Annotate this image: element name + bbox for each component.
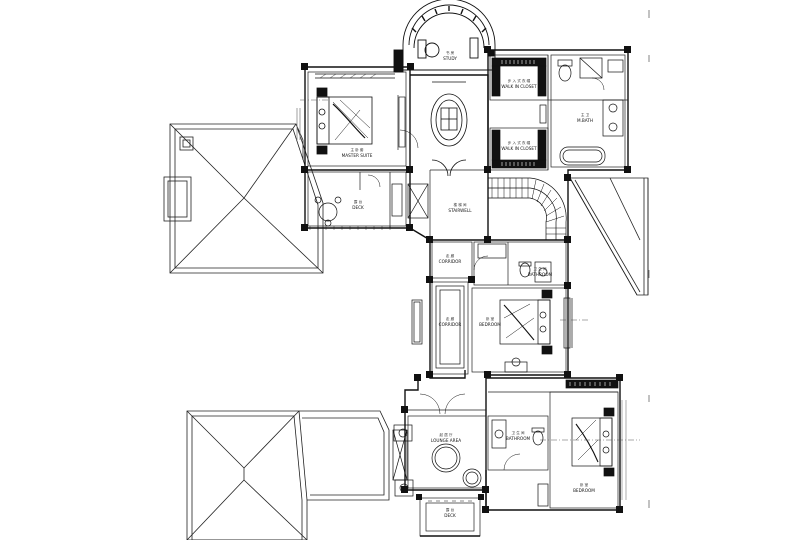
- label-m-bath: M.BATH: [577, 118, 593, 123]
- label-bathroom-2-cn: 卫 生 间: [511, 430, 524, 435]
- label-study-cn: 书 房: [446, 50, 455, 55]
- label-bedroom-2-cn: 卧 室: [580, 482, 589, 487]
- deck-top-furniture: [305, 172, 410, 230]
- label-bathroom-1: BATHROOM: [528, 272, 553, 277]
- label-walk-in-2: WALK IN CLOSET: [501, 146, 537, 151]
- label-m-bath-cn: 主 卫: [581, 112, 590, 117]
- label-corridor-1: CORRIDOR: [439, 259, 462, 264]
- room-labels: 书 房 STUDY 主 卧 套 MASTER SUITE 步 入 式 衣 帽 W…: [342, 50, 596, 518]
- label-stairwell-cn: 楼 梯 间: [453, 202, 466, 207]
- label-deck-top: DECK: [352, 205, 364, 210]
- label-deck-top-cn: 露 台: [354, 199, 363, 204]
- label-bathroom-2: BATHROOM: [506, 436, 531, 441]
- bedroom-1-furniture: [499, 289, 573, 373]
- bedroom-2-furniture: [565, 379, 627, 500]
- label-master-suite: MASTER SUITE: [342, 153, 373, 158]
- roof-right: [569, 177, 649, 296]
- bathroom-2-fixtures: [491, 419, 549, 507]
- label-walk-in-1-cn: 步 入 式 衣 帽: [508, 78, 531, 83]
- label-bedroom-1: BEDROOM: [479, 322, 501, 327]
- stairwell: [407, 177, 567, 240]
- bathroom-1-fixtures: [473, 243, 552, 283]
- walls-interior: [307, 54, 628, 537]
- label-bedroom-1-cn: 卧 室: [486, 316, 495, 321]
- central-hall: [430, 81, 468, 177]
- walk-in-closets: [491, 57, 547, 169]
- master-bed: [296, 73, 419, 155]
- label-walk-in-1: WALK IN CLOSET: [501, 84, 537, 89]
- label-bathroom-1-cn: 卫 生 间: [533, 266, 546, 271]
- label-walk-in-2-cn: 步 入 式 衣 帽: [508, 140, 531, 145]
- label-deck-bottom-cn: 露 台: [446, 507, 455, 512]
- label-lounge: LOUNGE AREA: [431, 438, 461, 443]
- label-corridor-1-cn: 走 廊: [446, 253, 455, 258]
- label-deck-bottom: DECK: [444, 513, 456, 518]
- axis-lines: [300, 99, 640, 441]
- deck-bottom-rail: [420, 500, 480, 537]
- label-stairwell: STAIRWELL: [448, 208, 472, 213]
- roof-left: [163, 123, 324, 274]
- label-master-suite-cn: 主 卧 套: [350, 147, 363, 152]
- label-bedroom-2: BEDROOM: [573, 488, 595, 493]
- corridor-2-details: [411, 285, 465, 369]
- label-lounge-cn: 起 居 厅: [439, 432, 452, 437]
- roof-bottom-left: [186, 410, 390, 540]
- label-corridor-2: CORRIDOR: [439, 322, 462, 327]
- label-study: STUDY: [443, 56, 457, 61]
- label-corridor-2-cn: 走 廊: [446, 316, 455, 321]
- columns: [301, 46, 631, 513]
- master-bath: [557, 57, 624, 166]
- lounge-furniture: [392, 393, 482, 497]
